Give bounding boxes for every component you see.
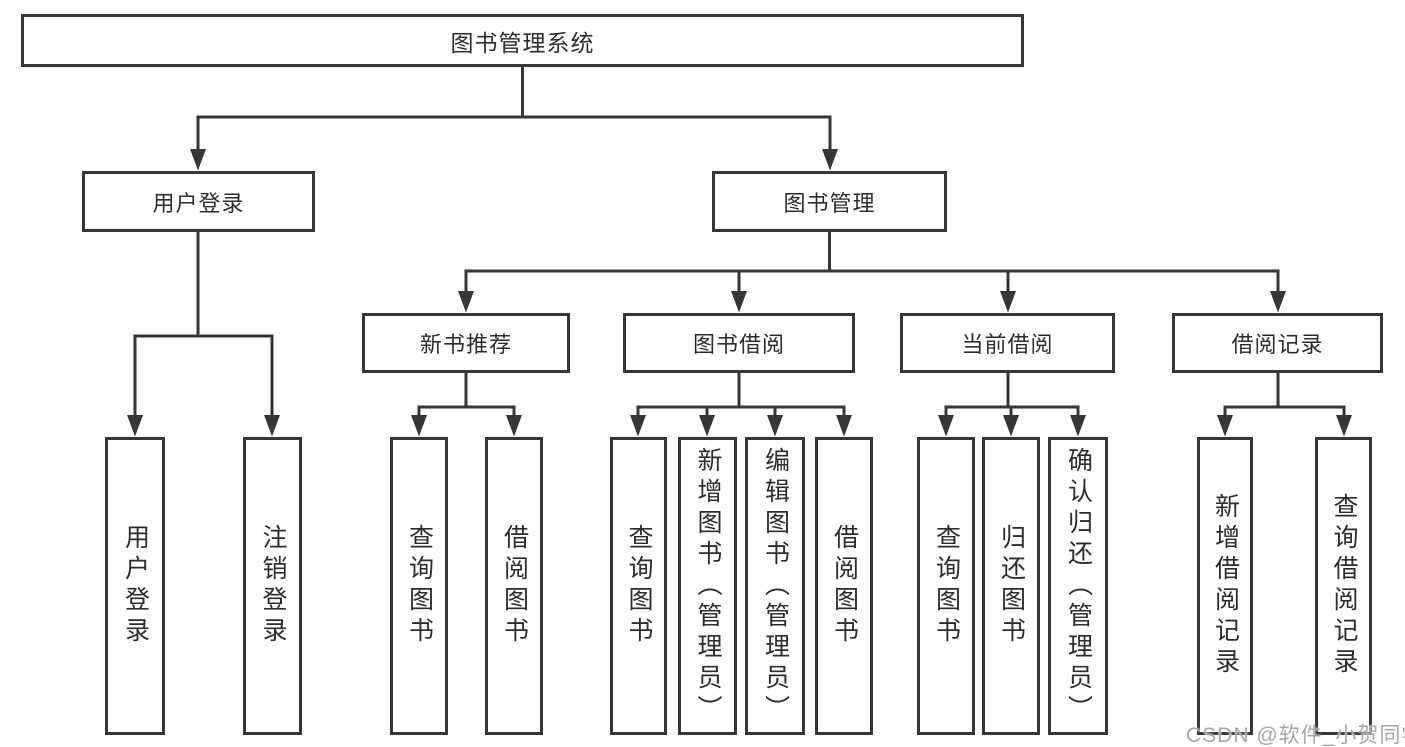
leaf-label: 查询图书 xyxy=(625,524,653,648)
leaf-borrow-books-1: 借阅图书 xyxy=(485,437,543,735)
leaf-label: 查询图书 xyxy=(932,524,961,648)
leaf-return-books: 归还图书 xyxy=(982,437,1040,735)
leaf-query-books-2: 查询图书 xyxy=(610,437,667,735)
leaf-query-books-3: 查询图书 xyxy=(917,437,975,735)
node-current-borrow-label: 当前借阅 xyxy=(961,332,1054,357)
node-borrow-records-label: 借阅记录 xyxy=(1231,332,1324,357)
leaf-label: 编辑图书（管理员） xyxy=(761,446,790,726)
node-book-borrow: 图书借阅 xyxy=(623,313,855,373)
leaf-label: 新增图书（管理员） xyxy=(694,446,722,726)
node-borrow-records: 借阅记录 xyxy=(1172,313,1383,373)
leaf-add-borrow-record: 新增借阅记录 xyxy=(1197,437,1253,735)
leaf-query-books-1: 查询图书 xyxy=(390,437,448,735)
leaf-user-login: 用户登录 xyxy=(105,437,165,735)
csdn-watermark: CSDN @软件_小贺同学 xyxy=(1186,724,1405,747)
node-root: 图书管理系统 xyxy=(21,14,1024,67)
leaf-query-borrow-record: 查询借阅记录 xyxy=(1315,437,1372,735)
leaf-confirm-return-admin: 确认归还（管理员） xyxy=(1048,437,1108,735)
leaf-label: 归还图书 xyxy=(997,524,1026,648)
leaf-add-books-admin: 新增图书（管理员） xyxy=(678,437,737,735)
leaf-borrow-books-2: 借阅图书 xyxy=(815,437,873,735)
leaf-label: 查询图书 xyxy=(405,524,434,648)
node-book-borrow-label: 图书借阅 xyxy=(692,332,785,357)
leaf-label: 确认归还（管理员） xyxy=(1064,446,1093,726)
node-current-borrow: 当前借阅 xyxy=(900,313,1115,373)
leaf-label: 借阅图书 xyxy=(830,524,859,648)
leaf-label: 用户登录 xyxy=(121,524,150,648)
node-new-book-recommend: 新书推荐 xyxy=(362,313,570,373)
leaf-label: 新增借阅记录 xyxy=(1211,493,1240,679)
leaf-label: 借阅图书 xyxy=(500,524,529,648)
leaf-label: 注销登录 xyxy=(259,524,287,648)
leaf-label: 查询借阅记录 xyxy=(1330,493,1358,679)
leaf-logout: 注销登录 xyxy=(243,437,302,735)
node-user-login: 用户登录 xyxy=(82,171,315,232)
node-new-book-recommend-label: 新书推荐 xyxy=(419,332,512,357)
node-book-management: 图书管理 xyxy=(712,171,947,232)
node-user-login-label: 用户登录 xyxy=(152,190,245,216)
node-book-management-label: 图书管理 xyxy=(783,190,876,216)
node-root-label: 图书管理系统 xyxy=(450,29,595,56)
leaf-edit-books-admin: 编辑图书（管理员） xyxy=(745,437,805,735)
